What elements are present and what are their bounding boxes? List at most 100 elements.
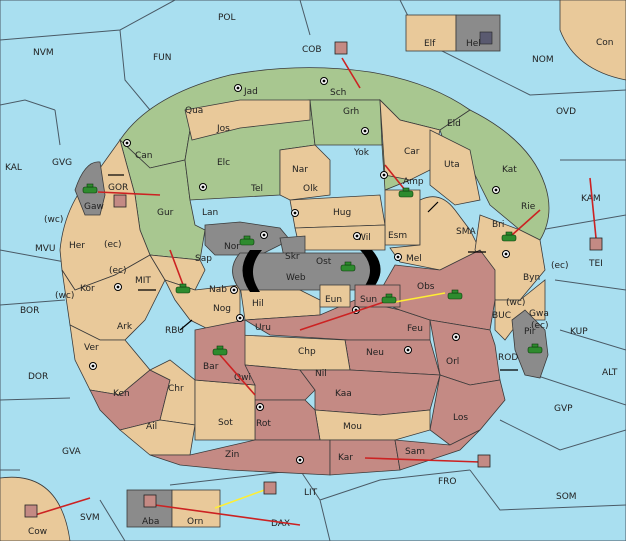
army-icon [501, 231, 517, 242]
land-label: Hil [252, 299, 264, 309]
fleet-icon [263, 481, 277, 495]
land-jos[interactable] [184, 99, 311, 141]
army-icon [175, 283, 191, 294]
land-uta[interactable] [429, 129, 481, 206]
sea-label: MVU [35, 244, 56, 254]
sea-label: DOR [28, 372, 48, 382]
land-chp[interactable] [239, 334, 351, 371]
land-label: Orl [446, 357, 459, 367]
canal-west [242, 250, 262, 292]
land-label: Pir [524, 327, 536, 337]
sea-label: RBU [165, 326, 184, 336]
land-label: Bar [203, 362, 219, 372]
land-label: Uru [255, 323, 271, 333]
army-icon [82, 183, 98, 194]
sea-label: NVM [33, 48, 54, 58]
army-icon [340, 261, 356, 272]
land-label: Jad [243, 87, 258, 97]
land-label: Gaw [84, 202, 104, 212]
sea-label: COB [302, 45, 322, 55]
land-label: Sot [218, 418, 233, 428]
land-label: (ec) [109, 266, 127, 276]
land-label: Tel [250, 184, 263, 194]
orders [34, 57, 597, 526]
land-label: Wil [357, 233, 371, 243]
land-eun[interactable] [319, 284, 351, 308]
land-sot[interactable] [194, 379, 256, 441]
land-labels: Elf Hel Jad Sch Qua Jos Grh Eld Can Yok … [28, 39, 569, 537]
land-label: Sch [330, 88, 346, 98]
land-label: Mel [406, 254, 422, 264]
land-label: Nor [224, 242, 240, 252]
sea-label: ROD [498, 353, 518, 363]
order-arrow [384, 164, 406, 191]
units-fleets [24, 31, 603, 518]
land-neu[interactable] [344, 339, 441, 376]
land-label: Elf [424, 39, 436, 49]
land-label: Neu [366, 348, 384, 358]
land-label: Nog [213, 304, 231, 314]
land-label: (wc) [506, 298, 525, 308]
order-arrow [341, 57, 361, 89]
sea-label: ALT [602, 368, 618, 378]
sea-label: OVD [556, 107, 576, 117]
order-arrow [34, 497, 91, 516]
land-sap[interactable] [149, 254, 206, 291]
land-label: Qwi [234, 373, 251, 383]
sea-label: Con [596, 38, 614, 48]
sea-label: KUP [570, 327, 588, 337]
land-label: Hug [333, 208, 351, 218]
land-label: Eun [325, 295, 342, 305]
land-label: Ken [113, 389, 130, 399]
land-label: Skr [285, 252, 300, 262]
sea-label: POL [218, 13, 236, 23]
sea-label: BUC [492, 311, 511, 321]
land-label: (ec) [531, 321, 549, 331]
land-label: Esm [388, 231, 407, 241]
order-arrow [511, 209, 541, 236]
army-icon [447, 289, 463, 300]
land-label: Zin [225, 450, 239, 460]
order-arrow [364, 457, 481, 463]
land-label: Nil [315, 369, 327, 379]
land-label: Nab [209, 285, 227, 295]
land-label: Jos [216, 124, 230, 134]
fleet-icon [477, 454, 491, 468]
land-label: Grh [343, 107, 359, 117]
sea-label: KAL [5, 163, 22, 173]
land-label: Mou [343, 422, 362, 432]
land-label: Ail [146, 422, 157, 432]
fleet-icon [334, 41, 348, 55]
land-label: Byn [523, 273, 540, 283]
sea-label: FUN [153, 53, 172, 63]
land-ail[interactable] [119, 419, 196, 456]
sea-label: GVA [62, 447, 82, 457]
land-label: Chp [298, 347, 316, 357]
land-label: Car [404, 147, 420, 157]
sea-label: LIT [304, 488, 318, 498]
land-label: Amp [403, 177, 424, 187]
sea-label: SVM [80, 513, 100, 523]
land-label: Kar [338, 453, 353, 463]
land-los[interactable] [429, 374, 506, 446]
land-nar-olk[interactable] [279, 144, 331, 201]
land-label: Sap [195, 254, 212, 264]
land-label: Sun [360, 295, 377, 305]
land-pir[interactable] [511, 309, 549, 379]
order-arrow [154, 504, 301, 526]
land-label: Nar [292, 165, 308, 175]
sea-label: SOM [556, 492, 577, 502]
land-label: (ec) [551, 261, 569, 271]
land-elf[interactable] [405, 14, 457, 52]
land-wil[interactable] [294, 224, 386, 251]
land-hel[interactable] [455, 14, 501, 52]
land-label: Ark [117, 322, 133, 332]
land-label: Eld [447, 119, 461, 129]
land-label: Bri [492, 220, 504, 230]
sea-label: GOR [108, 183, 128, 193]
sea-label: MIT [135, 276, 151, 286]
army-icon [239, 235, 255, 246]
order-arrow [219, 354, 256, 396]
